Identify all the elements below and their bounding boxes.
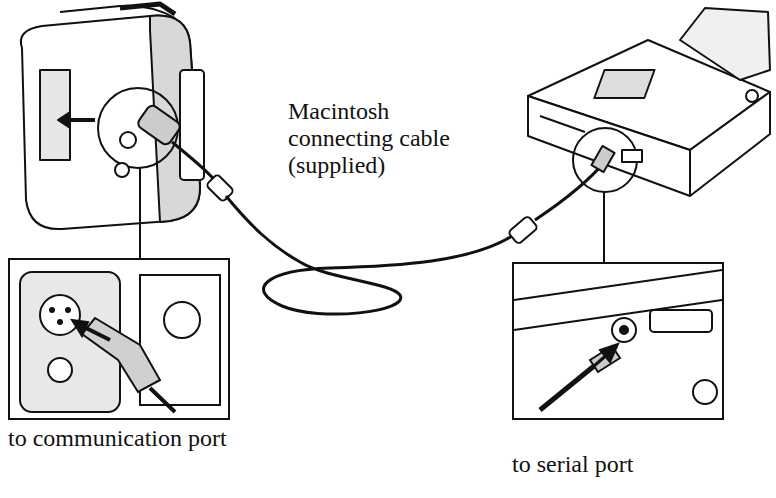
port bbox=[622, 150, 642, 162]
mac-front bbox=[528, 96, 690, 196]
inset-box: to communication port bbox=[8, 258, 230, 452]
camera bbox=[21, 4, 204, 258]
cable-wire bbox=[150, 388, 175, 412]
leader-line bbox=[139, 168, 141, 258]
port-caption: to serial port bbox=[512, 450, 724, 478]
pin bbox=[620, 326, 628, 334]
din-port bbox=[40, 295, 80, 335]
port-cover bbox=[180, 70, 204, 180]
mac-side bbox=[690, 92, 770, 196]
scsi-port bbox=[650, 310, 712, 332]
cable-wire bbox=[226, 196, 512, 314]
port-caption: to communication port bbox=[8, 424, 230, 452]
button bbox=[746, 90, 758, 102]
inset-frame bbox=[512, 262, 724, 420]
inset-frame bbox=[8, 258, 230, 420]
serial-port bbox=[612, 318, 636, 342]
arrow-head bbox=[72, 320, 88, 336]
slot bbox=[540, 116, 585, 132]
port bbox=[120, 132, 136, 148]
ferrite-core bbox=[508, 216, 538, 245]
panel-edge bbox=[514, 270, 722, 300]
macintosh bbox=[528, 8, 770, 262]
arrow-head bbox=[600, 344, 618, 362]
inset-serial-port bbox=[514, 270, 722, 410]
inset-camera-port bbox=[20, 272, 220, 412]
plug bbox=[591, 146, 614, 172]
cable bbox=[172, 142, 606, 314]
cable-label: Macintosh connecting cable (supplied) bbox=[288, 98, 466, 179]
plug bbox=[82, 318, 160, 392]
leader-line bbox=[603, 192, 605, 262]
vent bbox=[594, 70, 654, 98]
cover-knob bbox=[164, 302, 200, 338]
plug bbox=[136, 103, 182, 146]
port bbox=[115, 163, 129, 177]
ferrite-core bbox=[206, 174, 234, 202]
rotation-arrow bbox=[120, 4, 175, 14]
arrow-head bbox=[58, 112, 70, 128]
camera-grip bbox=[40, 70, 70, 160]
inset-box: to serial port bbox=[512, 262, 724, 478]
jack bbox=[48, 358, 72, 382]
camera-body bbox=[21, 16, 200, 230]
pin bbox=[50, 308, 54, 312]
pin bbox=[66, 308, 70, 312]
pin bbox=[58, 320, 62, 324]
paper-tray bbox=[680, 8, 770, 80]
port bbox=[693, 380, 717, 404]
camera-top bbox=[60, 6, 175, 18]
